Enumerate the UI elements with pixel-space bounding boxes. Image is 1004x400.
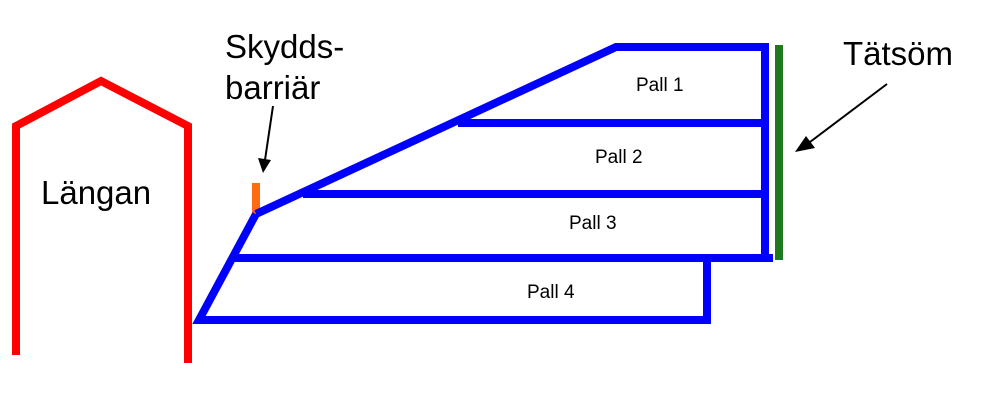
pallet-label-1: Pall 1 (636, 75, 684, 96)
barrier-callout: Skydds- barriär (225, 28, 344, 173)
pallet-stack (192, 43, 773, 324)
building-label: Längan (41, 174, 151, 211)
pallet-label-2: Pall 2 (595, 147, 643, 168)
pallet-label-3: Pall 3 (569, 213, 617, 234)
pallet-4-outline (192, 212, 711, 324)
building-outline (12, 76, 192, 363)
seal-arrow-head (795, 136, 815, 152)
seal-callout: Tätsöm (795, 35, 953, 152)
seal-label: Tätsöm (843, 35, 953, 72)
seal-arrow-shaft (809, 83, 888, 143)
barrier-label-line1: Skydds- (225, 28, 344, 65)
barrier-arrow-shaft (264, 105, 274, 161)
barrier-arrow-head (258, 158, 271, 173)
building: Längan (12, 76, 192, 363)
barrier-label-line2: barriär (225, 69, 320, 106)
pallet-label-4: Pall 4 (527, 282, 575, 303)
pallet-stack-outline (254, 43, 769, 257)
